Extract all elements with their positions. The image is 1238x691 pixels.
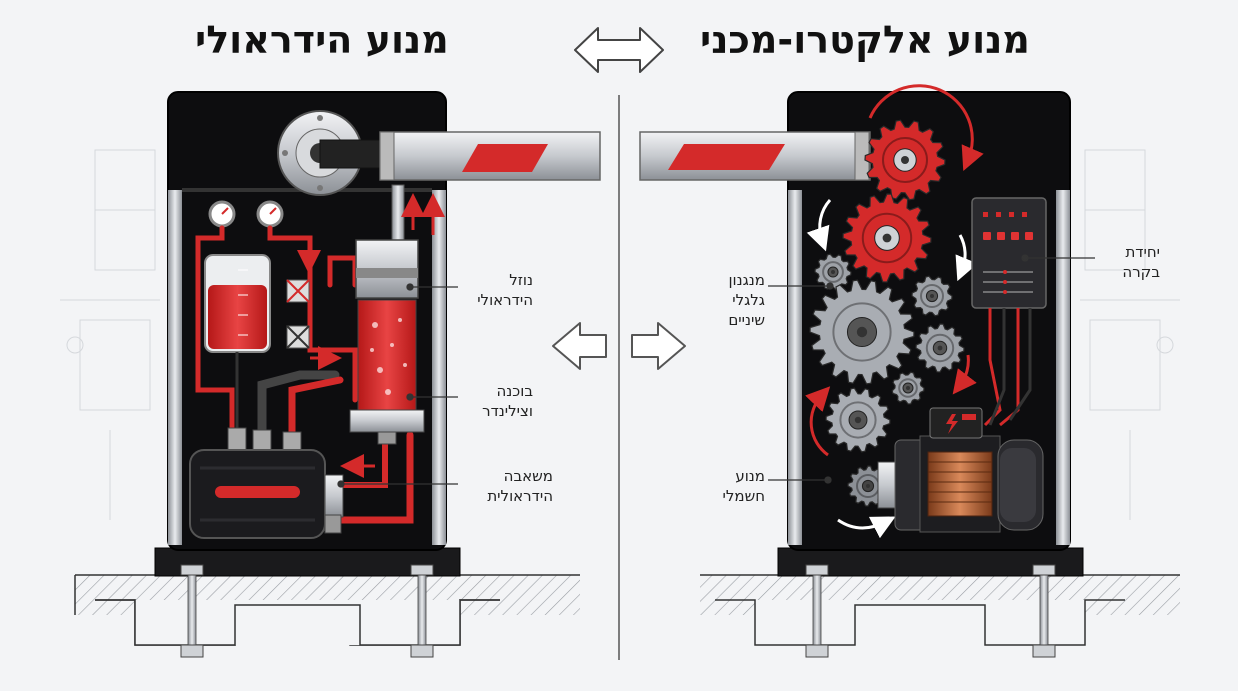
- barrier-boom-right: [639, 131, 871, 181]
- gear-train: [809, 119, 965, 507]
- gear-icon: [842, 193, 932, 283]
- label-piston-cylinder: בוכנה וצילינדר: [463, 381, 533, 421]
- gear-icon: [809, 279, 915, 385]
- anchor-bolt: [180, 564, 434, 658]
- anchor-bolt-right: [805, 564, 1056, 658]
- label-line: מנוע: [735, 467, 765, 485]
- gear-icon: [814, 253, 852, 291]
- gear-icon: [915, 323, 965, 373]
- label-control-unit: יחידת בקרה: [1100, 242, 1160, 282]
- flow-arrows-left: [297, 193, 445, 478]
- label-line: וצילינדר: [482, 402, 533, 420]
- label-gear-mechanism: מנגנון גלגלי שיניים: [690, 270, 765, 330]
- barrier-boom-left: [379, 131, 601, 181]
- label-line: חשמלי: [722, 487, 766, 505]
- label-line: בוכנה: [496, 382, 534, 400]
- label-hydraulic-fluid: נוזל הידראולי: [463, 270, 533, 310]
- gear-icon: [864, 119, 946, 201]
- double-arrow-icon: [574, 27, 664, 73]
- leader-lines-left: [337, 283, 458, 488]
- label-electric-motor: מנוע חשמלי: [695, 466, 766, 506]
- hydraulic-pipes: [195, 225, 414, 524]
- label-line: משאבה: [503, 467, 553, 485]
- ground-left: [74, 574, 580, 646]
- title-electromechanical: מנוע אלקטרו-מכני: [700, 18, 1030, 62]
- title-hydraulic: מנוע הידראולי: [195, 18, 449, 62]
- valve-icon: [286, 279, 310, 349]
- rotation-arrows: [805, 84, 984, 539]
- gear-icon: [891, 371, 925, 405]
- gear-icon: [911, 275, 953, 317]
- label-line: נוזל: [509, 271, 533, 289]
- hydraulic-unit: [74, 91, 601, 658]
- label-line: הידראולי: [477, 291, 533, 309]
- arrow-left-icon: [552, 322, 607, 370]
- fluid-reservoir: [204, 254, 271, 430]
- lightning-icon: [946, 414, 958, 434]
- hydraulic-pump: [189, 427, 344, 539]
- control-unit: [971, 197, 1047, 427]
- label-line: מנגנון: [728, 271, 765, 289]
- label-line: שיניים: [728, 311, 765, 329]
- label-line: בקרה: [1122, 263, 1160, 281]
- label-line: יחידת: [1125, 243, 1160, 261]
- arrow-right-icon: [631, 322, 686, 370]
- gear-icon: [825, 387, 891, 453]
- label-line: גלגלי: [732, 291, 765, 309]
- electric-motor: [877, 407, 1044, 533]
- label-hydraulic-pump: משאבה הידראולית: [463, 466, 553, 506]
- ground-right: [700, 574, 1180, 646]
- blueprint-background: [60, 149, 1180, 520]
- leader-lines-right: [768, 254, 1095, 484]
- electromechanical-unit: [639, 84, 1180, 658]
- label-line: הידראולית: [487, 487, 553, 505]
